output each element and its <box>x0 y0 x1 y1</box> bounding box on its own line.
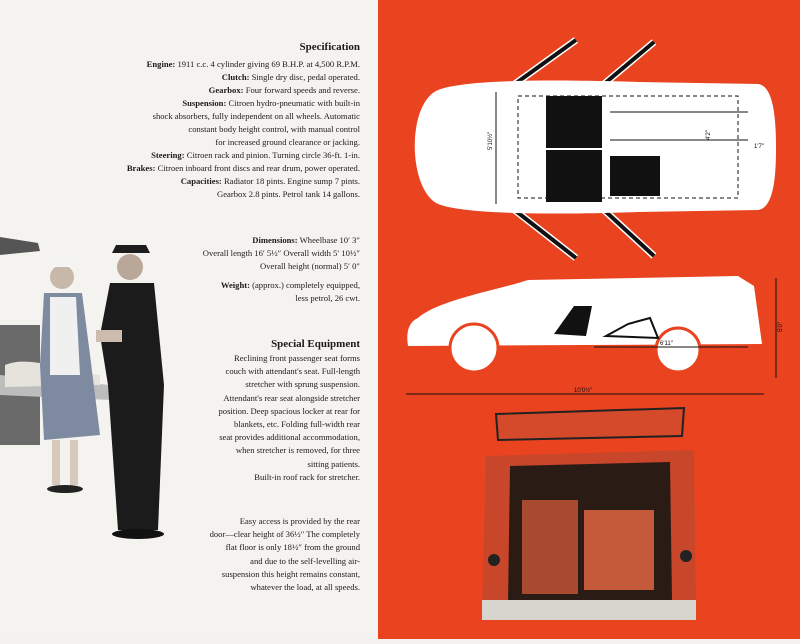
spec-engine: Engine: 1911 c.c. 4 cylinder giving 69 B… <box>146 59 360 69</box>
right-page: 5′10½″ 4′2″ 1′7″ 4′0″ 10′0½″ 6′11″ 5′0″ <box>378 0 800 639</box>
top-rear-label: 1′7″ <box>754 144 765 150</box>
nurse-apron <box>50 297 80 375</box>
plan-view-diagram: 5′10½″ 4′2″ 1′7″ 4′0″ <box>414 37 776 261</box>
spec-clutch: Clutch: Single dry disc, pedal operated. <box>221 72 360 82</box>
rear-door-photo <box>482 406 696 620</box>
specification-list: Engine: 1911 c.c. 4 cylinder giving 69 B… <box>127 58 360 201</box>
nurse-shoes <box>47 485 83 493</box>
dimensions-overall-2: Overall height (normal) 5′ 0″ <box>260 261 360 271</box>
tail-light <box>680 550 692 562</box>
interior-stretcher <box>584 510 654 590</box>
vehicle-diagrams: 5′10½″ 4′2″ 1′7″ 4′0″ 10′0½″ 6′11″ 5′0″ <box>406 37 784 620</box>
attendant-hands <box>96 330 122 342</box>
spec-capacities: Capacities: Radiator 18 pints. Engine su… <box>180 176 360 186</box>
attendant-head <box>117 254 143 280</box>
spec-suspension-3: constant body height control, with manua… <box>188 124 360 134</box>
attendant-uniform <box>100 283 164 530</box>
specification-heading: Specification <box>299 41 361 53</box>
top-width-label: 5′10½″ <box>487 131 494 150</box>
spec-brakes: Brakes: Citroen inboard front discs and … <box>126 163 360 173</box>
side-length-label: 10′0½″ <box>574 387 593 394</box>
nurse-leg <box>70 440 78 485</box>
nurse-cap <box>48 261 76 267</box>
interior-outline <box>517 95 739 199</box>
weight-line-2: less petrol, 26 cwt. <box>295 293 360 303</box>
special-equipment-text: Reclining front passenger seat forms cou… <box>218 353 360 482</box>
interior-locker <box>522 500 578 594</box>
weight-block: Weight: (approx.) completely equipped, l… <box>221 279 360 305</box>
spec-suspension-4: for increased ground clearance or jackin… <box>215 137 360 147</box>
front-wheel <box>448 322 500 374</box>
side-view-diagram: 10′0½″ 6′11″ 5′0″ <box>406 276 784 395</box>
side-height-label: 5′0″ <box>778 321 784 332</box>
spec-steering: Steering: Citroen rack and pinion. Turni… <box>151 150 360 160</box>
side-floor-label: 6′11″ <box>660 341 674 347</box>
front-seats-2 <box>546 150 602 202</box>
weight-label: Weight: <box>220 280 250 290</box>
front-seats <box>546 96 602 148</box>
dimensions-block: Dimensions: Wheelbase 10′ 3″ Overall len… <box>203 234 360 273</box>
nurse-head <box>50 265 74 289</box>
rear-seat <box>610 156 660 196</box>
tailgate-shape <box>0 237 40 255</box>
nurse-leg <box>52 440 60 485</box>
top-inner-label: 4′2″ <box>706 129 712 140</box>
spec-suspension-2: shock absorbers, fully independent on al… <box>152 111 360 121</box>
dimensions-label: Dimensions: <box>252 235 298 245</box>
attendant-shoes <box>112 529 164 539</box>
stretcher-side <box>602 316 660 340</box>
spec-capacities-2: Gearbox 2.8 pints. Petrol tank 14 gallon… <box>217 189 360 199</box>
rear-bumper <box>482 600 696 620</box>
spec-suspension: Suspension: Citroen hydro-pneumatic with… <box>182 98 360 108</box>
ambulance-staff-photo <box>0 237 164 539</box>
dimensions-wheelbase: Wheelbase 10′ 3″ <box>299 235 360 245</box>
dimensions-overall-1: Overall length 16′ 5½″ Overall width 5′ … <box>202 248 360 258</box>
left-page: Specification Engine: 1911 c.c. 4 cylind… <box>0 0 378 639</box>
access-text: Easy access is provided by the rear door… <box>209 516 360 593</box>
rear-wheel <box>654 326 702 374</box>
attendant-cap <box>112 245 150 253</box>
weight-line-1: (approx.) completely equipped, <box>252 280 360 290</box>
reclining-seat <box>554 306 592 336</box>
spec-gearbox: Gearbox: Four forward speeds and reverse… <box>208 85 360 95</box>
top-seat-label: 4′0″ <box>620 167 626 178</box>
special-equipment-heading: Special Equipment <box>271 338 360 350</box>
raised-tailgate <box>494 406 686 442</box>
tail-light <box>488 554 500 566</box>
